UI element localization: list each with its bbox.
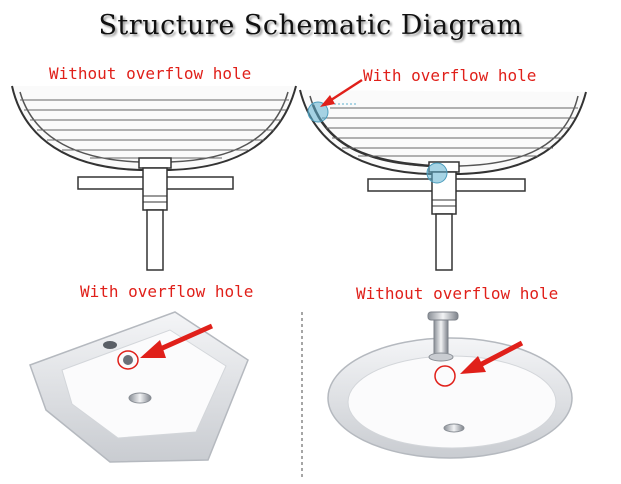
tap-hole (103, 341, 117, 349)
arrow-icon (140, 323, 214, 358)
water-lines (322, 107, 578, 157)
bowl-with-overflow-diagram (299, 78, 587, 271)
drain-body (142, 167, 168, 211)
highlight-circle (434, 365, 456, 387)
arrow-icon (460, 340, 524, 374)
overflow-hole-highlight (307, 101, 329, 123)
label-with-overflow-bottom: With overflow hole (80, 282, 254, 301)
highlight-circle (117, 350, 139, 370)
drain-cap (138, 157, 172, 169)
label-without-overflow-top: Without overflow hole (49, 64, 252, 83)
label-with-overflow-top: With overflow hole (363, 66, 537, 85)
drain-plug (128, 392, 152, 404)
drain-plug (443, 423, 465, 433)
bowl-without-overflow-diagram (11, 85, 297, 271)
basin-without-overflow-photo (327, 311, 573, 459)
water-lines (20, 99, 289, 159)
arrow-icon (320, 78, 363, 107)
drain-pipe (146, 209, 164, 271)
faucet-icon (427, 311, 459, 362)
overflow-hole (123, 355, 133, 365)
diagram-title: Structure Schematic Diagram (98, 10, 523, 41)
label-without-overflow-bottom: Without overflow hole (356, 284, 559, 303)
basin-with-overflow-photo (29, 311, 249, 463)
drain-pipe (435, 213, 453, 271)
drain-junction-highlight (426, 162, 448, 184)
